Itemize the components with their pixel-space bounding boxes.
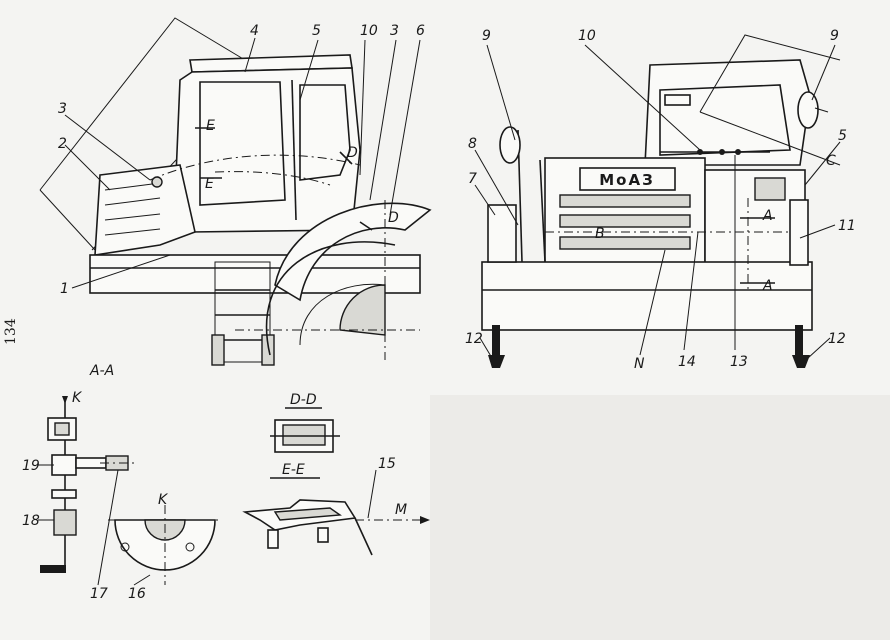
page-number: 134: [3, 318, 19, 345]
callout-10-left: 10: [360, 23, 378, 39]
callout-3-top: 3: [390, 23, 399, 39]
side-view-cab: [39, 17, 432, 366]
callout-3-left: 3: [58, 101, 67, 117]
marker-e-lower: E: [205, 176, 214, 192]
callout-5-left: 5: [312, 23, 321, 39]
section-e-e-detail: [242, 469, 430, 556]
callout-9-left: 9: [482, 28, 491, 44]
callout-n: N: [634, 356, 645, 372]
marker-d-lower: D: [388, 210, 399, 226]
callout-16: 16: [128, 586, 146, 602]
callout-12-right: 12: [828, 331, 846, 347]
callout-18: 18: [22, 513, 40, 529]
section-title-a-a: A-A: [89, 363, 114, 379]
section-title-k: K: [158, 492, 169, 508]
hood: [94, 164, 196, 256]
callout-12-left: 12: [465, 331, 483, 347]
wheel: [339, 284, 386, 336]
chassis-frame: [89, 254, 421, 294]
callout-19: 19: [22, 458, 40, 474]
section-a-a-detail: [38, 396, 138, 586]
callout-11: 11: [838, 218, 856, 234]
front-bumper: [481, 261, 813, 331]
callout-6: 6: [416, 23, 425, 39]
callout-5-right: 5: [838, 128, 847, 144]
marker-b: B: [595, 226, 605, 242]
windshield: [659, 84, 791, 156]
marker-k-arrow: K: [72, 390, 83, 406]
front-view-cab: МоАЗ: [474, 34, 841, 368]
marker-c: C: [826, 153, 836, 169]
callout-13: 13: [730, 354, 748, 370]
marker-a-bottom: A: [762, 278, 773, 294]
callout-8: 8: [468, 136, 477, 152]
callout-1: 1: [60, 281, 69, 297]
callout-9-right: 9: [830, 28, 839, 44]
section-title-d-d: D-D: [290, 392, 317, 408]
fender: [274, 202, 432, 302]
section-title-e-e: E-E: [282, 462, 305, 478]
callout-4: 4: [250, 23, 259, 39]
brand-plate: [579, 167, 676, 191]
brand-text: МоАЗ: [599, 171, 655, 189]
callout-7: 7: [468, 171, 477, 187]
marker-d-upper: D: [347, 145, 358, 161]
view-k-detail: [108, 505, 222, 586]
callout-15: 15: [378, 456, 396, 472]
section-d-d-detail: [270, 407, 340, 453]
callout-2: 2: [58, 136, 67, 152]
callout-17: 17: [90, 586, 108, 602]
cab-window-door: [299, 84, 351, 181]
marker-m-arrow: M: [395, 502, 407, 518]
callout-14: 14: [678, 354, 696, 370]
callout-10-right: 10: [578, 28, 596, 44]
marker-e-upper: E: [206, 118, 215, 134]
blank-area: [430, 395, 890, 640]
marker-a-top: A: [762, 208, 773, 224]
